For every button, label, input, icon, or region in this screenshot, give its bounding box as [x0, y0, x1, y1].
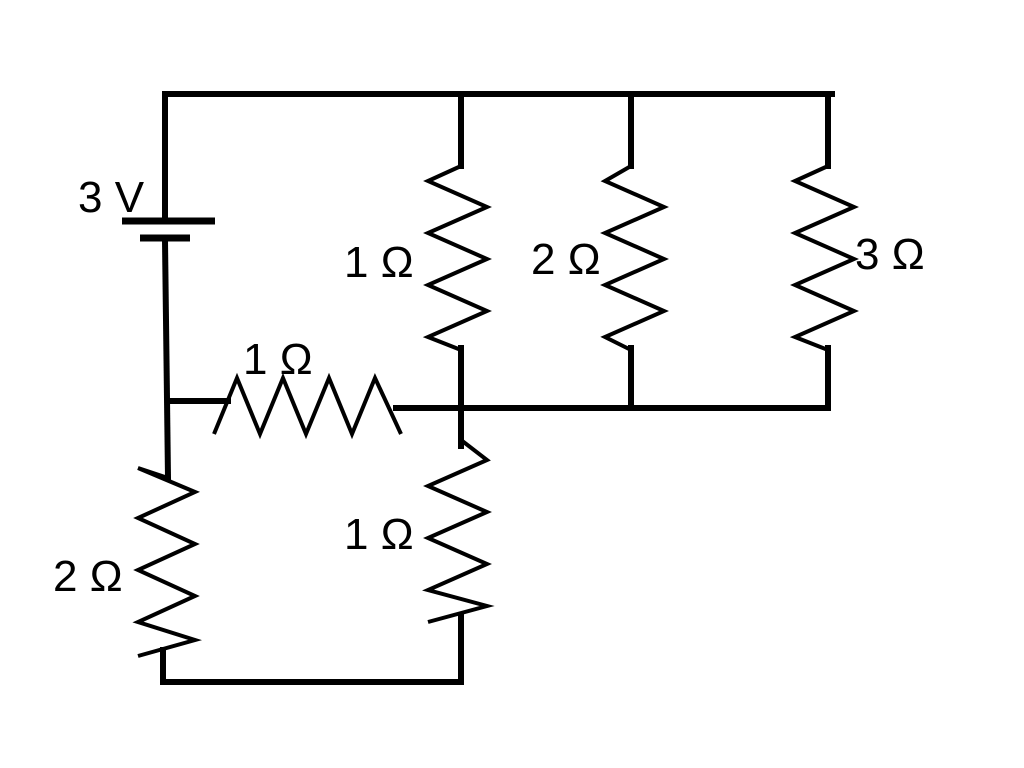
resistor-top-2-label: 2 Ω	[531, 235, 601, 284]
battery-label: 3 V	[78, 173, 145, 222]
resistor-middle-horizontal-label: 1 Ω	[243, 335, 313, 384]
resistor-lower-middle-label: 1 Ω	[344, 510, 414, 559]
resistor-top-2-zigzag	[600, 164, 669, 352]
resistor-lower-left-label: 2 Ω	[53, 552, 123, 601]
wire-left-middle	[161, 237, 172, 482]
resistor-top-3-zigzag	[789, 164, 859, 352]
resistor-top-1-label: 1 Ω	[344, 238, 414, 287]
resistor-top-1-zigzag	[422, 164, 492, 352]
resistor-top-3-label: 3 Ω	[855, 230, 925, 279]
resistor-middle-horizontal-zigzag	[212, 372, 403, 440]
resistor-lower-left-zigzag	[132, 466, 202, 658]
resistor-lower-middle-zigzag	[422, 438, 495, 624]
